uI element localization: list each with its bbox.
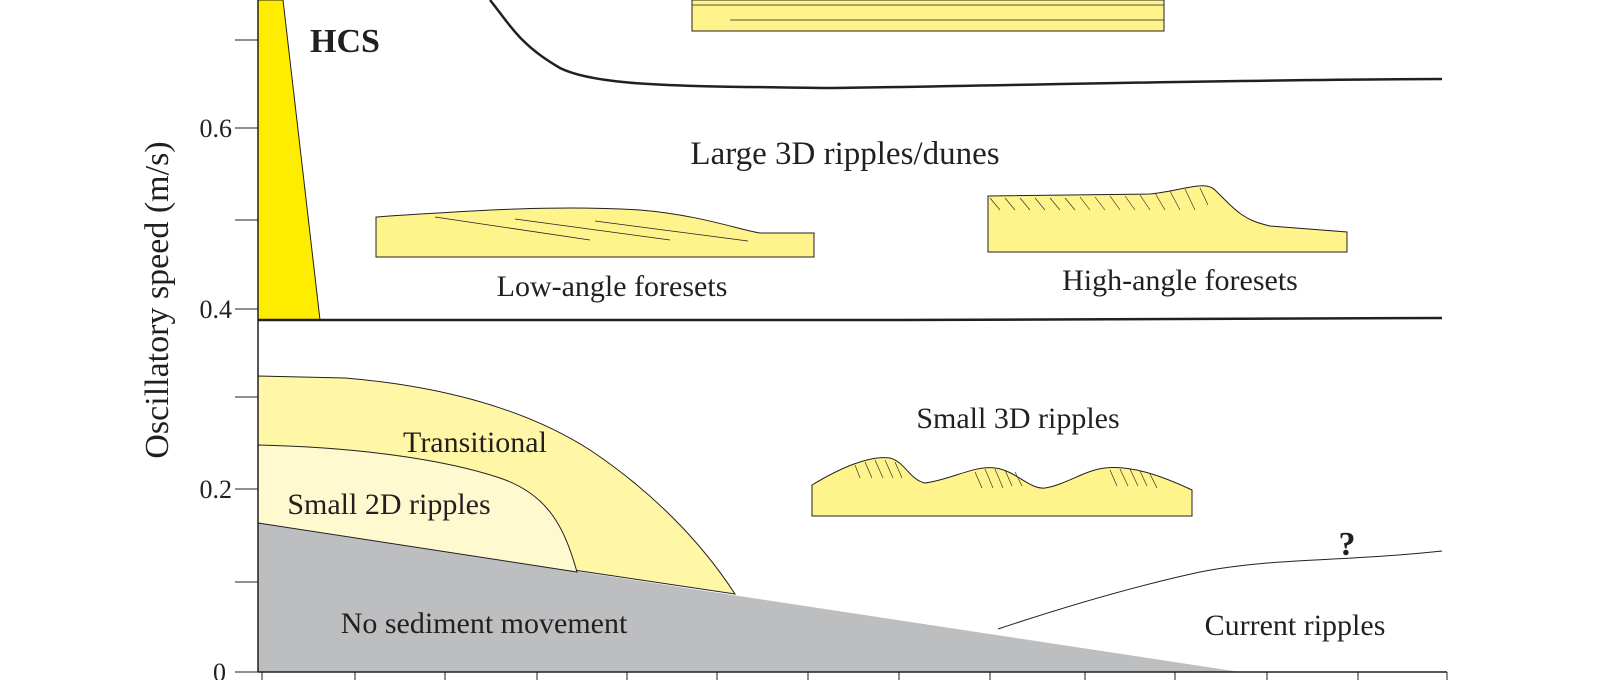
- transitional-label: Transitional: [403, 426, 547, 459]
- question-mark-label: ?: [1339, 526, 1356, 563]
- ripple-dune-boundary-line: [258, 316, 1443, 322]
- y-tick-label-0-2: 0.2: [200, 475, 233, 504]
- y-tick-label-0: 0: [213, 658, 226, 680]
- low-angle-foresets-label: Low-angle foresets: [497, 270, 728, 303]
- no-sediment-movement-label: No sediment movement: [341, 607, 628, 640]
- current-ripples-label: Current ripples: [1205, 609, 1386, 642]
- small-3d-ripples-sketch: [811, 457, 1193, 517]
- low-angle-foresets-sketch: [375, 207, 815, 258]
- y-tick-label-0-4: 0.4: [200, 295, 233, 324]
- hcs-label: HCS: [310, 23, 380, 60]
- small-2d-ripples-label: Small 2D ripples: [287, 488, 490, 521]
- small-3d-ripples-label: Small 3D ripples: [916, 402, 1119, 435]
- large-3d-ripples-label: Large 3D ripples/dunes: [690, 136, 999, 172]
- planar-bed-sketch: [691, 0, 1165, 32]
- y-axis-ticks: [235, 39, 258, 673]
- upper-boundary-line: [489, 0, 1443, 90]
- current-ripples-boundary-line: [997, 550, 1443, 630]
- high-angle-foresets-label: High-angle foresets: [1062, 264, 1298, 297]
- small-2d-ripples-region: [257, 444, 578, 573]
- y-axis-title: Oscillatory speed (m/s): [139, 141, 176, 458]
- y-tick-label-0-6: 0.6: [200, 114, 233, 143]
- x-axis-ticks: [261, 672, 1448, 680]
- high-angle-foresets-sketch: [987, 185, 1348, 253]
